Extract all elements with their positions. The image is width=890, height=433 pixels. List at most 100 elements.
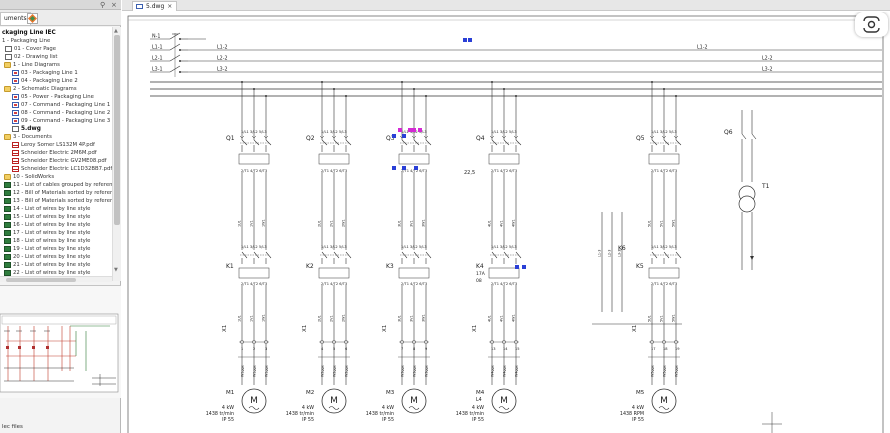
contactor-thermal [648,267,680,279]
feeder-label: L1-3 [598,250,602,257]
junction-dot [651,81,653,83]
tree-item[interactable]: 14 - List of wires by line style [4,205,90,213]
breaker-trip [319,135,325,139]
tree-item[interactable]: 18 - List of wires by line style [4,237,90,245]
scroll-up-icon[interactable]: ▲ [114,28,118,34]
tree-item[interactable]: 16 - List of wires by line style [4,221,90,229]
tab-close-icon[interactable]: × [167,3,173,10]
tree-item-label: 1 - Line Diagrams [13,62,60,68]
tree-item[interactable]: 1 - Line Diagrams [4,61,60,69]
wire-label: 3U1 [398,220,402,227]
motor-symbol-letter: M [250,396,258,406]
tree-item[interactable]: 05 - Power - Packaging Line [12,93,94,101]
screenshot-capture-button[interactable] [855,12,888,37]
wire-label: 5V1 [660,315,664,322]
tree-item-label: 14 - List of wires by line style [13,206,91,212]
wire-label: 4U1 [488,220,492,227]
breaker-contact [321,139,328,146]
tree-item[interactable]: Schneider Electric LC1D32BB7.pdf [12,165,112,173]
junction-dot [515,95,517,97]
breaker-ref: Q2 [306,135,315,142]
scroll-down-icon[interactable]: ▼ [114,267,118,273]
report-icon [4,190,11,196]
drawing-preview[interactable] [0,285,121,398]
tree-item-label: Schneider Electric 2M6M.pdf [21,150,97,156]
tree-item[interactable]: 5.dwg [12,125,41,133]
tree-item[interactable]: 19 - List of wires by line style [4,245,90,253]
tree-item[interactable]: 20 - List of wires by line style [4,253,90,261]
switch-contact [179,71,181,73]
tree-item-label: 20 - List of wires by line style [13,254,91,260]
tree-item[interactable]: 2 - Schematic Diagrams [4,85,77,93]
report-icon [4,246,11,252]
cable-label: W5gge [663,365,667,377]
tree-item[interactable]: 13 - Bill of Materials sorted by referen… [4,197,112,205]
tree-scrollbar[interactable]: ▲ ▼ [112,27,121,281]
document-tabbar: 5.dwg× [122,0,890,11]
wire-label: 2W1 [342,219,346,227]
tree-scroll-thumb[interactable] [114,35,120,225]
supply-line-label: L3-1 [152,67,163,73]
breaker-contact [515,139,522,146]
breaker-ref: Q5 [636,135,645,142]
output-arrow-icon [750,256,754,260]
motor-speed: 1438 tr/min [456,411,484,417]
wire-label: 5U1 [648,315,652,322]
tree-item-label: 04 - Packaging Line 2 [21,78,78,84]
tree-item[interactable]: 03 - Packaging Line 1 [12,69,78,77]
terminal-number: 15 [515,347,520,351]
tree-item[interactable]: 15 - List of wires by line style [4,213,90,221]
grip-marker [463,38,467,42]
tree-hscroll-thumb[interactable] [6,278,76,282]
tree-item[interactable]: 22 - List of wires by line style [4,269,90,277]
breaker-trip [343,135,349,139]
tree-horizontal-scrollbar[interactable] [0,276,112,282]
tree-item[interactable]: 11 - List of cables grouped by reference [4,181,112,189]
selection-grip [412,128,416,132]
components-tab-icon[interactable] [27,13,38,24]
wire-label: 3W1 [422,314,426,322]
cable-label: W1gge [265,365,269,377]
terminal-ref: X1 [222,325,228,332]
report-icon [4,182,11,188]
tree-item-label: 15 - List of wires by line style [13,214,91,220]
pin-icon[interactable]: ⚲ [100,1,106,9]
breaker-contact [503,139,510,146]
tree-item-label: 10 - SolidWorks [13,174,55,180]
tree-item[interactable]: Leroy Somer LS132M 4P.pdf [12,141,95,149]
tree-item[interactable]: 07 - Command - Packaging Line 1 [12,101,110,109]
tree-item[interactable]: Schneider Electric GV2ME08.pdf [12,157,107,165]
tree-item[interactable]: 21 - List of wires by line style [4,261,90,269]
tree-item[interactable]: 09 - Command - Packaging Line 3 [12,117,110,125]
tree-item[interactable]: 01 - Cover Page [5,45,56,53]
tree-item[interactable]: 02 - Drawing list [5,53,58,61]
tree-item-label: 09 - Command - Packaging Line 3 [21,118,111,124]
document-tab-5-dwg[interactable]: 5.dwg× [132,1,178,11]
supply-line-label: L1-1 [152,45,163,51]
folder-icon [4,86,11,92]
tree-item[interactable]: Schneider Electric 2M6M.pdf [12,149,97,157]
tree-item[interactable]: 3 - Documents [4,133,52,141]
close-icon[interactable]: × [111,1,117,9]
cable-label: W5gge [675,365,679,377]
wire-label: 1V1 [250,220,254,227]
tree-item[interactable]: 12 - Bill of Materials sorted by referen… [4,189,112,197]
tree-item[interactable]: 10 - SolidWorks [4,173,54,181]
cable-label: W2gge [321,365,325,377]
tree-item[interactable]: 1 - Packaging Line [2,37,50,45]
switch-contact [179,60,181,62]
bus-label: L2-2 [762,56,773,62]
junction-dot [401,81,403,83]
wire-label: 4W1 [512,219,516,227]
tree-item[interactable]: 17 - List of wires by line style [4,229,90,237]
contactor-ref: K2 [306,263,314,270]
power-schematic[interactable]: N-1L1-1L2-1L3-1L1-2L2-2L3-2L1-2L2-2L3-2Q… [122,12,890,433]
wire-label: 2U1 [318,315,322,322]
motor-protection: IP 55 [472,417,484,423]
tree-item[interactable]: ckaging Line IEC [2,29,56,37]
selection-grip [408,128,412,132]
tree-item[interactable]: 08 - Command - Packaging Line 2 [12,109,110,117]
tree-item[interactable]: 04 - Packaging Line 2 [12,77,78,85]
